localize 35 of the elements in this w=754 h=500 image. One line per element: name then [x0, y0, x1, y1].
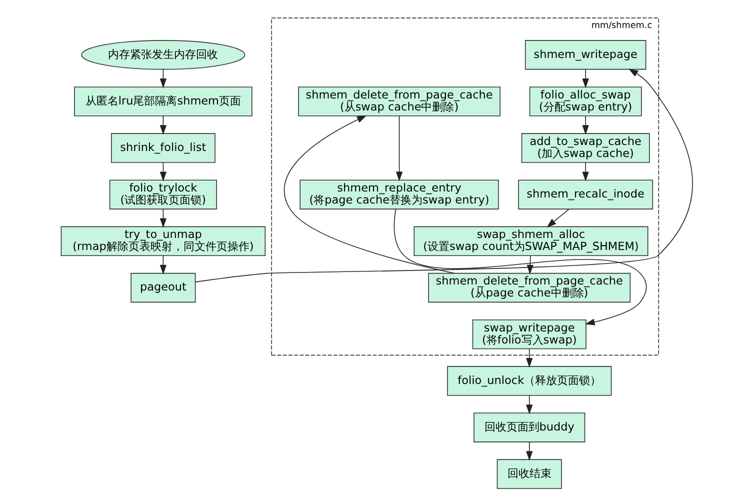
arrow [526, 348, 533, 368]
node-ellipse: 内存紧张发生内存回收 [81, 40, 246, 70]
node-box: shmem_replace_entry (将page cache替换为swap entry) [300, 180, 499, 210]
node-box: swap_shmem_alloc (设置swap count为SWAP_MAP_SHMEM) [414, 226, 648, 256]
node-box: add_to_swap_cache (加入swap cache) [521, 133, 650, 163]
arrow [160, 116, 167, 135]
arrow [546, 208, 570, 228]
arrow [526, 395, 533, 414]
arrow [160, 255, 167, 274]
arrow [160, 208, 167, 228]
node-box: shrink_folio_list [111, 133, 216, 163]
arrow [284, 115, 455, 274]
node-box: swap_writepage (将folio写入swap) [472, 319, 586, 350]
node-box: shmem_writepage [524, 40, 646, 70]
arrow [396, 116, 403, 182]
node-box: pageout [130, 272, 196, 303]
arrow [394, 208, 647, 326]
node-box: shmem_delete_from_page_cache (从page cache中删除) [428, 272, 631, 303]
node-box: 回收结束 [496, 459, 562, 489]
node-box: folio_alloc_swap (分配swap entry) [529, 86, 642, 116]
arrow [526, 442, 533, 461]
arrow [582, 162, 589, 182]
arrow [526, 255, 534, 274]
arrow [582, 69, 589, 88]
node-box: shmem_delete_from_page_cache (从swap cache中删除) [298, 86, 500, 116]
node-box: 从匿名lru尾部隔离shmem页面 [74, 86, 252, 116]
node-box: folio_trylock (试图获取页面锁) [109, 180, 217, 210]
arrow [160, 162, 167, 182]
arrow [195, 68, 693, 282]
arrow [160, 69, 167, 88]
node-box: 回收页面到buddy [474, 412, 586, 442]
node-box: folio_unlock（释放页面锁） [447, 366, 612, 396]
node-box: shmem_recalc_inode [518, 180, 654, 210]
arrow [582, 116, 589, 135]
node-box: try_to_unmap (rmap解除页表映射，同文件页操作) [60, 226, 266, 256]
